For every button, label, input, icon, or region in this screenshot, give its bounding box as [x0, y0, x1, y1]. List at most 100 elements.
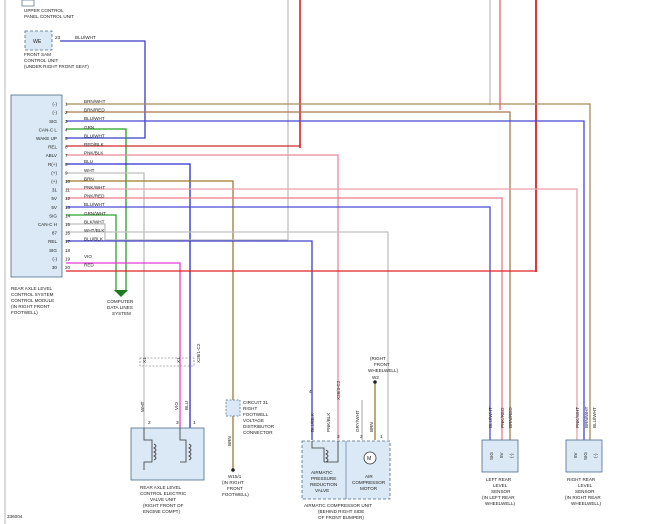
comp-pin-1: 1 [380, 434, 383, 440]
valve-wire-wht: WHT [140, 401, 145, 412]
module-pin-name: (-) [52, 256, 57, 261]
module-label-5: FOOTWELL) [11, 310, 38, 315]
module-pin-name: (+) [51, 170, 57, 175]
wire-pin3 [66, 120, 585, 440]
module-pin-wire-color: BRN/RED [84, 108, 105, 113]
ls-term-1: SIG [489, 452, 494, 460]
module-pin-number: 1 [65, 102, 68, 107]
ls-wire-2: PNK/RED [500, 407, 505, 428]
comp-pin-4: 4 [309, 389, 312, 395]
valve-pin-3: 3 [176, 420, 179, 426]
module-pin-wire-color: BLK/WHT [84, 219, 105, 224]
valve-connector-top [139, 357, 195, 367]
module-label-3: CONTROL MODULE [11, 298, 54, 303]
valve-label-c: REDUCTION [310, 482, 337, 487]
valve-wire-vio: VIO [174, 402, 179, 410]
valve-wire-blu: BLU [184, 401, 189, 410]
wire-pin13 [66, 206, 491, 440]
circuit31-label-4: VOLTAGE [243, 418, 264, 423]
valve-label-1: REAR AXLE LEVEL [140, 485, 182, 490]
valve-coil-icon-1 [143, 428, 157, 470]
module-pin-wire-color: WHT/BLK [84, 228, 105, 233]
module-pin-name: REL [48, 145, 57, 150]
comp-wire-gry-wht: GRY/WHT [355, 410, 360, 432]
data-lines-label-3: SYSTEM [112, 311, 131, 316]
module-pin-number: 14 [65, 213, 71, 218]
ground-w15-label: W15/1 [228, 474, 242, 479]
module-pin-wire-color: GRN/WHT [84, 211, 106, 216]
ground-w15-loc-1: (IN RIGHT [222, 480, 244, 485]
module-pin-number: 5 [65, 136, 68, 141]
comp-wire-blu-blk: BLU/BLK [310, 412, 315, 432]
rs-wire-1: PNK/WHT [575, 407, 580, 428]
module-pin-number: 6 [65, 145, 68, 150]
wire-pin10 [66, 180, 234, 470]
motor-label-b: COMPRESSOR [352, 480, 386, 485]
module-pin-wire-color: BRN/WHT [84, 99, 106, 104]
sam-label-1: FRONT SAM [24, 52, 51, 57]
data-lines-label-1: COMPUTER [107, 299, 134, 304]
valve-label-4: (RIGHT FRONT OF [143, 503, 184, 508]
comp-wire-pnk-blk: PNK/BLK [326, 412, 331, 432]
module-pin-name: REL [48, 239, 57, 244]
wire-pin20 [66, 270, 537, 272]
circuit31-connector [225, 399, 241, 417]
module-pin-wire-color: BLU/WHT [84, 133, 105, 138]
valve-coil-icon-2 [179, 428, 192, 463]
doc-code: 336004 [7, 514, 23, 519]
rs-label-3: SENSOR [575, 489, 595, 494]
wire-pin19 [66, 262, 181, 363]
module-label-1: REAR AXLE LEVEL [11, 286, 53, 291]
ls-wire-3: BRN/RED [508, 407, 513, 428]
rs-term-2: SIG [583, 452, 588, 460]
module-pin-wire-color: VIO [84, 254, 92, 259]
ground-w15-loc-2: FRONT [227, 486, 243, 491]
module-pin-wire-color: GRN [84, 125, 94, 130]
valve-label-d: VALVE [315, 488, 329, 493]
valve-label-a: AIRMATIC [311, 470, 333, 475]
valve-code-3: X26/1-C2 [196, 343, 201, 363]
valve-label-3: VALVE UNIT [150, 497, 176, 502]
ground-w2-loc-3: WHEELWELL) [368, 368, 399, 373]
wire-pin16 [66, 231, 389, 440]
module-label-4: (IN RIGHT FRONT [11, 304, 50, 309]
motor-symbol: M [367, 456, 371, 462]
module-pin-name: SIG [49, 248, 57, 253]
sam-label-3: (UNDER RIGHT FRONT SEAT) [24, 64, 89, 69]
circuit31-label-1: CIRCUIT 31 [243, 400, 268, 405]
motor-label-c: MOTOR [360, 486, 378, 491]
module-pin-name: SIG [49, 213, 57, 218]
module-pin-number: 7 [65, 153, 68, 158]
comp-unit-label-3: OF FRONT BUMPER) [318, 515, 364, 520]
sam-label-2: CONTROL UNIT [24, 58, 58, 63]
ground-w15-loc-3: FOOTWELL) [222, 492, 249, 497]
valve-unit-box [130, 427, 205, 481]
module-pin-wire-color: PNK/RED [84, 194, 105, 199]
rs-wire-3: BLU/WHT [592, 407, 597, 428]
ls-label-5: WHEELWELL) [485, 501, 516, 506]
rs-label-1: RIGHT REAR [567, 477, 596, 482]
comp-unit-label-1: AIRMATIC COMPRESSOR UNIT [304, 503, 372, 508]
wire-pin14 [66, 214, 117, 292]
wire-pin9 [66, 172, 145, 363]
upper-control-unit-label-1: UPPER CONTROL [24, 8, 64, 13]
module-pin-number: 13 [65, 205, 71, 210]
module-pin-wire-color: PNK/WHT [84, 185, 105, 190]
module-pin-number: 16 [65, 231, 71, 236]
valve-pin-2: 2 [148, 420, 151, 426]
comp-pin-3: 3 [337, 434, 340, 440]
module-pin-wire-color: RED [84, 262, 94, 267]
sam-wire-color: BLU/WHT [75, 35, 96, 40]
wire-pin11 [66, 188, 578, 440]
module-pin-number: 9 [65, 170, 68, 175]
right-sensor-box [565, 439, 603, 473]
valve-code-1: X1 [142, 357, 147, 363]
module-pin-wire-color: WHT [84, 168, 95, 173]
module-pin-number: 20 [65, 265, 71, 270]
comp-pin-2: 2 [360, 434, 363, 440]
module-pin-wire-color: PNK/BLK [84, 151, 104, 156]
data-lines-label-2: DATA LINES [107, 305, 133, 310]
wire-pin8 [66, 163, 191, 363]
upper-control-unit-label-2: PANEL CONTROL UNIT [24, 14, 74, 19]
rear-axle-control-module [10, 94, 63, 278]
